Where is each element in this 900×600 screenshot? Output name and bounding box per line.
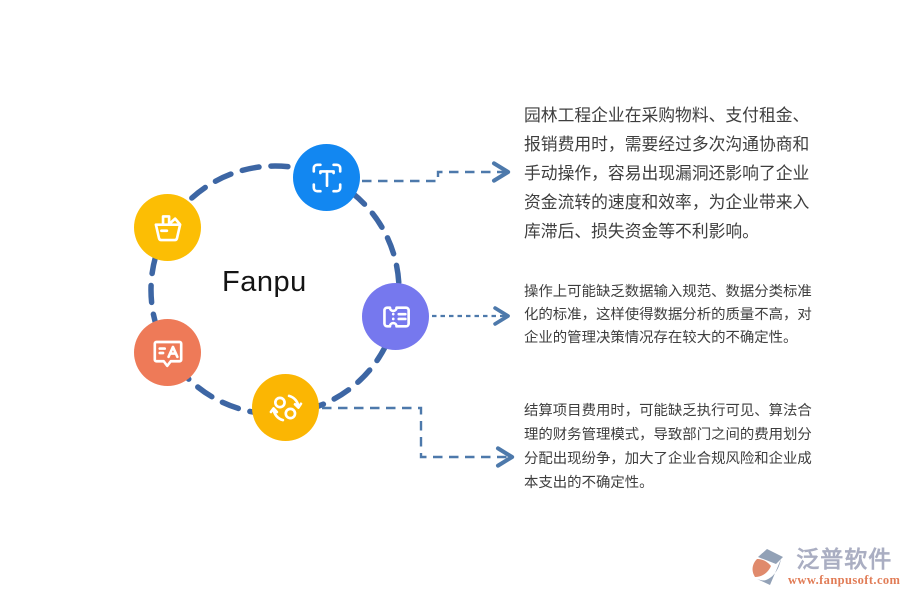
- fanpu-logo-icon: [752, 549, 783, 585]
- diagram-node-scan-text: [293, 144, 360, 211]
- connector-arrow-1: [362, 161, 511, 183]
- diagram-center-label: Fanpu: [222, 266, 307, 298]
- connector-arrow-3: [322, 406, 515, 468]
- shopping-basket-icon: [154, 214, 181, 241]
- diagram-node-chat: [134, 319, 201, 386]
- diagram-node-ticket: [362, 283, 429, 350]
- diagram-node-sync: [252, 374, 319, 441]
- ticket-icon: [382, 305, 410, 328]
- diagram-node-basket: [134, 194, 201, 261]
- annotation-text-3: 结算项目费用时，可能缺乏执行可见、算法合 理的财务管理模式，导致部门之间的费用划…: [524, 403, 812, 491]
- annotation-text-2: 操作上可能缺乏数据输入规范、数据分类标准 化的标准，这样使得数据分析的质量不高，…: [524, 284, 812, 346]
- annotation-text-1: 园林工程企业在采购物料、支付租金、 报销费用时，需要经过多次沟通协商和 手动操作…: [524, 106, 810, 241]
- watermark-url: www.fanpusoft.com: [788, 573, 900, 587]
- sync-icon: [269, 394, 302, 421]
- scan-text-icon: [311, 162, 342, 193]
- watermark-brand: 泛普软件: [796, 546, 893, 572]
- watermark: 泛普软件 www.fanpusoft.com: [746, 546, 900, 590]
- chat-translate-icon: [152, 340, 183, 367]
